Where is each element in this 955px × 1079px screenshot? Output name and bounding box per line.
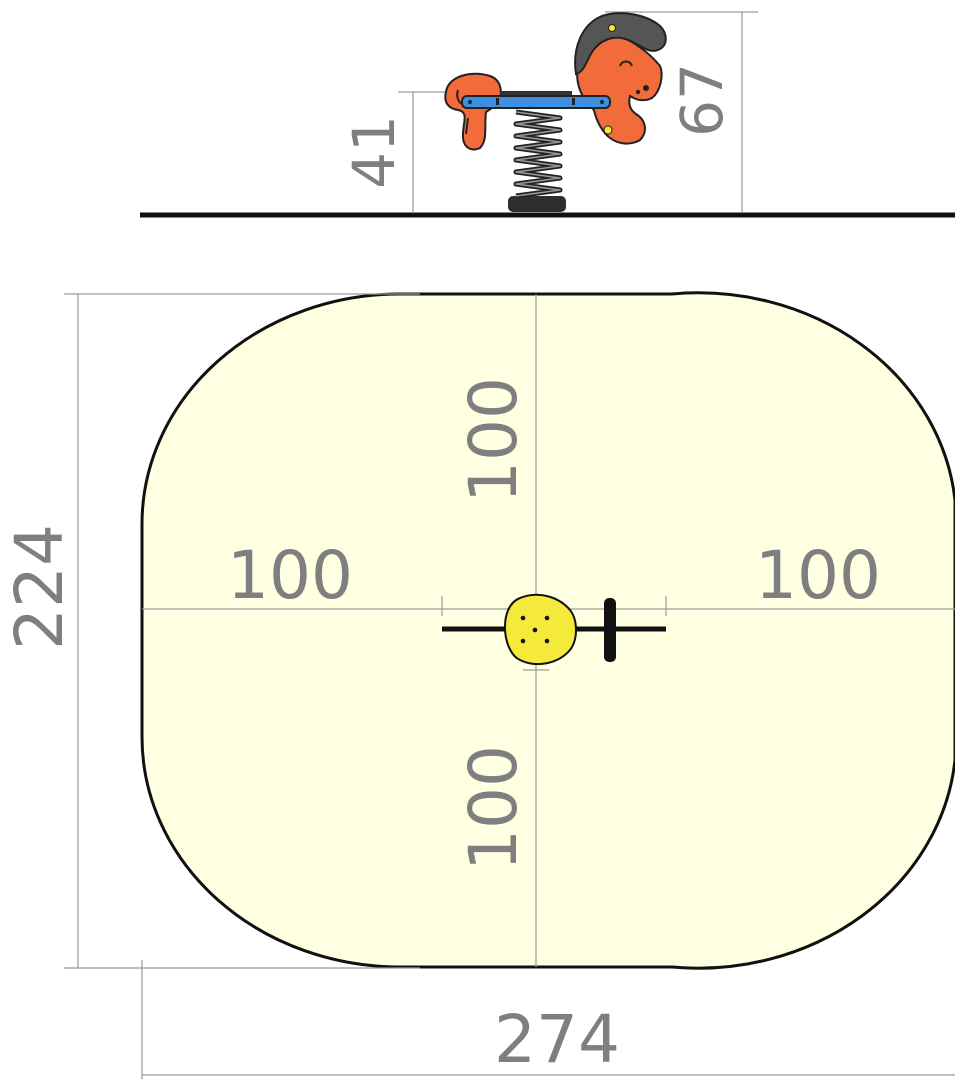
total-height-label: 67 xyxy=(668,63,736,137)
plan-width-dimension: 274 xyxy=(141,960,955,1079)
handle-icon xyxy=(604,598,616,662)
total-height-dimension: 67 xyxy=(605,11,758,213)
spring-rider-top-view-icon xyxy=(442,593,666,666)
plan-width-label: 274 xyxy=(494,1001,620,1078)
clearance-left-label: 100 xyxy=(227,537,353,614)
seat-icon xyxy=(504,593,577,666)
seat-bar-icon xyxy=(461,91,611,109)
horse-head-icon xyxy=(574,12,667,145)
horse-mane-icon xyxy=(574,12,667,76)
plan-depth-dimension: 224 xyxy=(1,293,420,969)
clearance-right-label: 100 xyxy=(755,537,881,614)
clearance-top-label: 100 xyxy=(455,377,532,503)
side-elevation: 41 67 xyxy=(140,11,955,218)
seat-height-label: 41 xyxy=(340,115,408,189)
plan-view: 224 274 100 100 100 100 xyxy=(1,291,955,1079)
seat-height-dimension: 41 xyxy=(340,91,462,213)
spring-icon xyxy=(508,109,566,212)
clearance-bottom-label: 100 xyxy=(455,745,532,871)
plan-depth-label: 224 xyxy=(1,524,78,650)
horse-rear-icon xyxy=(444,72,502,151)
